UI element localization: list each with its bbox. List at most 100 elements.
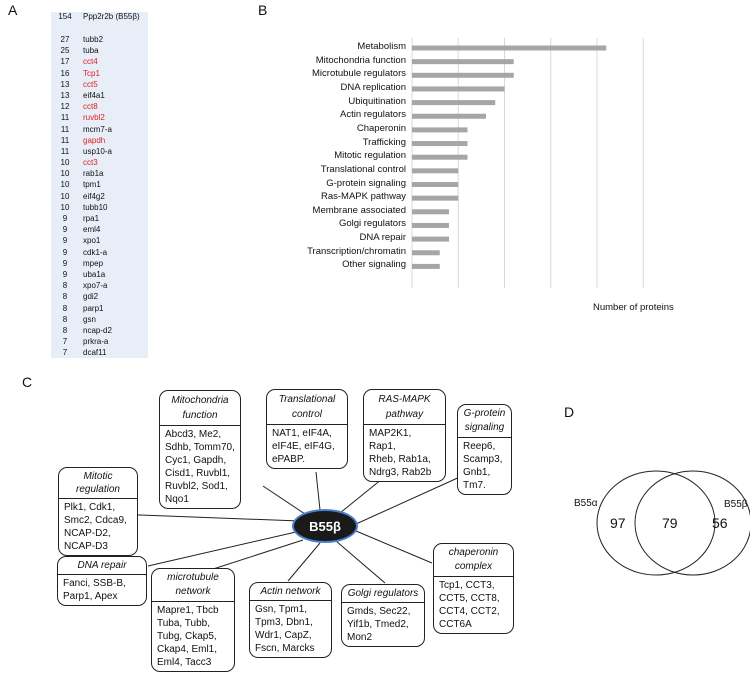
table-cell-count: 9 xyxy=(62,247,68,257)
gene-line: eIF4E, eIF4G, xyxy=(272,441,335,452)
gene-line: Gnb1, xyxy=(463,467,491,478)
table-cell-count: 10 xyxy=(60,191,70,201)
box-mitotic-regulation: Mitotic regulation Plk1, Cdk1, Smc2, Cdc… xyxy=(58,467,138,556)
gene-line: NAT1, eIF4A, xyxy=(272,428,332,439)
table-cell-gene: eml4 xyxy=(83,225,101,235)
gene-line: Ndrg3, Rab2b xyxy=(369,467,432,478)
table-cell-count: 7 xyxy=(62,348,68,358)
chart-category-label: Metabolism xyxy=(357,41,406,52)
gene-line: Tcp1, CCT3, xyxy=(439,580,495,591)
box-title: Actin network xyxy=(250,583,331,601)
venn-count-overlap: 79 xyxy=(662,515,678,531)
gene-line: Cisd1, Ruvbl1, xyxy=(165,468,231,479)
table-cell-gene: gsn xyxy=(83,314,96,324)
table-row: 7 dcaf11 xyxy=(51,347,148,358)
table-cell-gene: Tcp1 xyxy=(83,68,100,78)
box-microtubule-network: microtubule network Mapre1, Tbcb Tuba, T… xyxy=(151,568,235,672)
table-cell-gene: dcaf11 xyxy=(83,348,107,358)
table-cell-count: 11 xyxy=(60,135,70,145)
venn-label-b55alpha: B55α xyxy=(574,498,598,509)
chart-category-label: Golgi regulators xyxy=(338,218,406,230)
chart-category-label: DNA replication xyxy=(340,81,406,93)
gene-line: Gmds, Sec22, xyxy=(347,606,411,617)
gene-line: Cyc1, Gapdh, xyxy=(165,455,227,466)
box-chaperonin-complex: chaperonin complex Tcp1, CCT3, CCT5, CCT… xyxy=(433,543,514,634)
gene-line: Tubg, Ckap5, xyxy=(157,631,217,642)
gene-line: NCAP-D3 xyxy=(64,541,108,552)
table-cell-count: 27 xyxy=(60,35,70,44)
box-golgi-regulators: Golgi regulators Gmds, Sec22, Yif1b, Tme… xyxy=(341,584,425,647)
box-title: microtubule network xyxy=(152,569,234,602)
gene-line: CCT6A xyxy=(439,619,472,630)
table-cell-count: 154 xyxy=(58,12,72,21)
table-cell-gene: xpo1 xyxy=(83,236,101,246)
table-cell-gene: Ppp2r2b (B55β) xyxy=(83,12,140,21)
venn-label-b55beta: B55β xyxy=(724,499,748,510)
gene-line: Fanci, SSB-B, xyxy=(63,578,126,589)
chart-category-label: Ras-MAPK pathway xyxy=(320,191,406,203)
table-row: 16 Tcp1 xyxy=(51,68,148,79)
table-cell-gene: rpa1 xyxy=(83,214,100,223)
gene-line: Tm7. xyxy=(463,480,486,491)
gene-line: Gsn, Tpm1, xyxy=(255,604,308,615)
table-cell-count: 8 xyxy=(62,303,68,313)
chart-category-label: Transcription/chromatin xyxy=(307,245,406,257)
table-cell-count: 13 xyxy=(60,79,70,89)
gene-line: Tpm3, Dbn1, xyxy=(255,617,313,628)
gene-line: Eml4, Tacc3 xyxy=(157,657,212,668)
panel-b-letter: B xyxy=(258,2,268,18)
table-cell-count: 13 xyxy=(60,90,70,100)
gene-line: Parp1, Apex xyxy=(63,591,118,602)
gene-line: CCT4, CCT2, xyxy=(439,606,500,617)
box-title: Mitotic regulation xyxy=(59,468,137,499)
gene-line: Abcd3, Me2, xyxy=(165,429,222,440)
edge-mitotic xyxy=(112,513,301,522)
gene-line: Wdr1, CapZ, xyxy=(255,630,312,641)
table-cell-gene: cct4 xyxy=(83,57,98,67)
table-cell-count: 25 xyxy=(60,46,70,56)
table-cell-gene: rab1a xyxy=(83,169,104,179)
venn-count-alpha-only: 97 xyxy=(610,515,626,531)
panel-d-letter: D xyxy=(564,404,575,420)
box-title: chaperonin complex xyxy=(434,544,513,577)
table-cell-count: 11 xyxy=(60,146,70,156)
box-title: G-protein signaling xyxy=(458,405,511,438)
table-cell-gene: mpep xyxy=(83,258,104,268)
gene-line: Tuba, Tubb, xyxy=(157,618,210,629)
chart-category-label: G-protein signaling xyxy=(326,177,406,189)
box-actin-network: Actin network Gsn, Tpm1, Tpm3, Dbn1, Wdr… xyxy=(249,582,332,658)
table-cell-count: 10 xyxy=(60,180,70,190)
table-cell-gene: parp1 xyxy=(83,303,104,313)
gene-line: CCT5, CCT8, xyxy=(439,593,500,604)
venn-circle-b55alpha xyxy=(596,470,716,576)
box-ras-mapk-pathway: RAS-MAPK pathway MAP2K1, Rap1, Rheb, Rab… xyxy=(363,389,446,482)
edge-microtubule xyxy=(206,539,304,572)
table-cell-gene: prkra-a xyxy=(83,337,109,347)
table-cell-gene: ncap-d2 xyxy=(83,325,112,335)
table-cell-gene: tubb10 xyxy=(83,202,108,212)
x-axis-label: Number of proteins xyxy=(593,302,674,313)
gene-line: Mapre1, Tbcb xyxy=(157,605,219,616)
table-cell-count: 16 xyxy=(60,68,70,78)
chart-category-label: Membrane associated xyxy=(312,204,406,216)
venn-count-beta-only: 56 xyxy=(712,515,728,531)
table-cell-gene: cct5 xyxy=(83,79,98,89)
gene-line: Ckap4, Eml1, xyxy=(157,644,218,655)
table-row: 8 parp1 xyxy=(51,303,148,314)
chart-category-label: Chaperonin xyxy=(356,122,406,134)
table-cell-count: 9 xyxy=(62,258,68,268)
